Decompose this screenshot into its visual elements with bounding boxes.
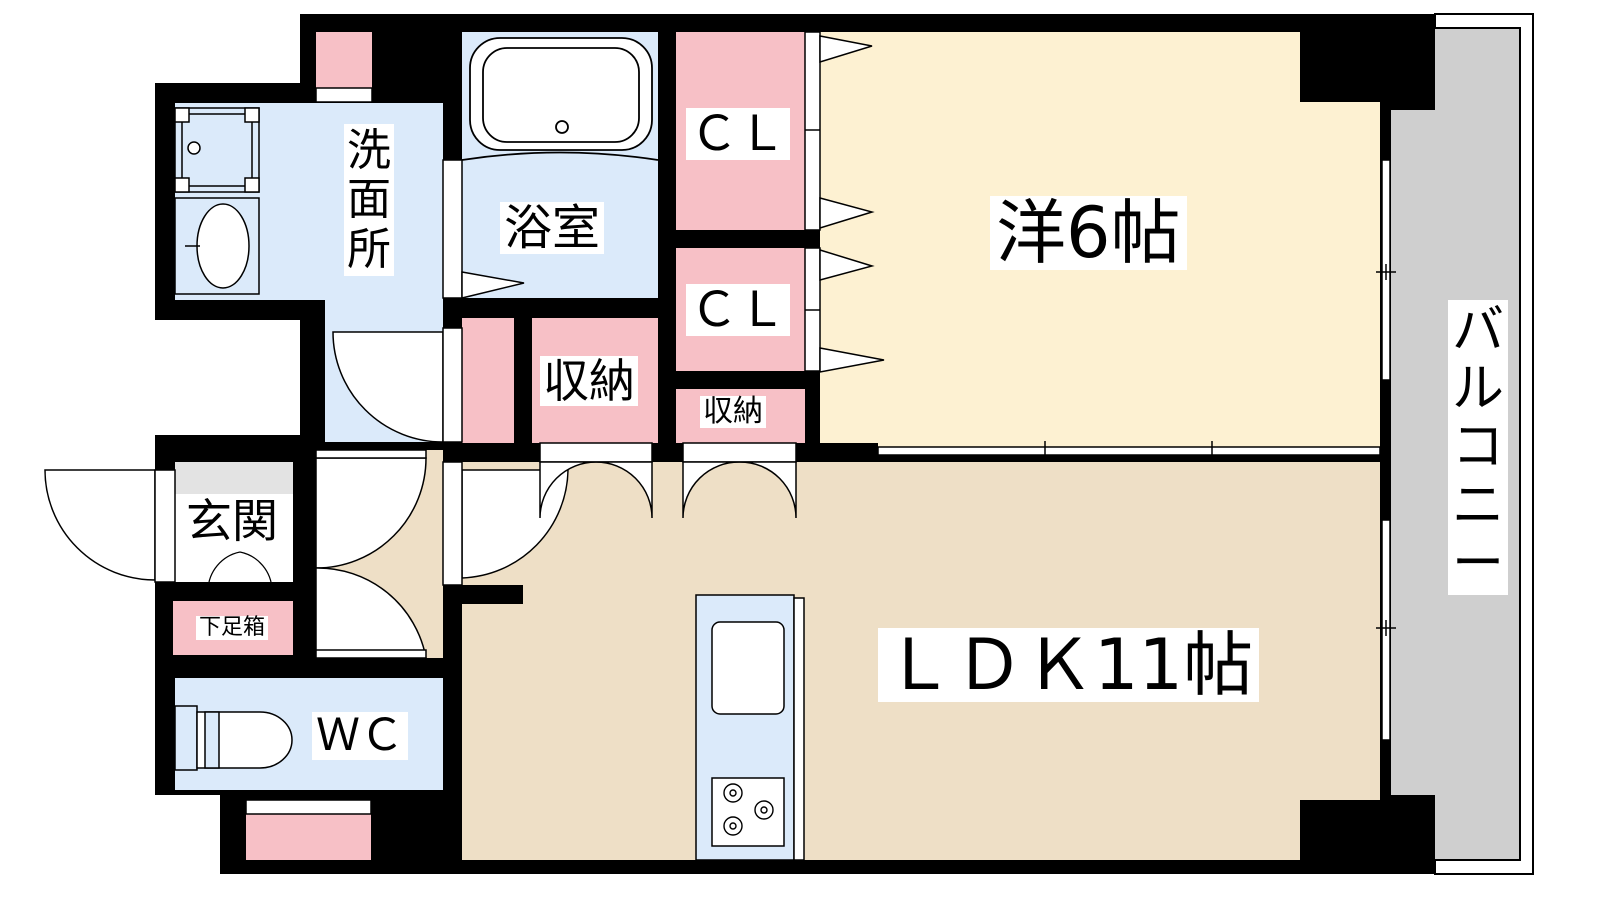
closet-doors xyxy=(804,31,885,373)
stove-icon xyxy=(711,777,785,847)
entrance-cabinet-doors xyxy=(175,551,296,591)
washroom-char: 洗 xyxy=(347,125,391,176)
balcony-label: バ ル コ ニ ー xyxy=(1448,300,1509,596)
pipe-space-bottom xyxy=(246,814,371,860)
pipe-space-top xyxy=(316,32,372,94)
washroom-char: 所 xyxy=(347,223,391,275)
pipe-space xyxy=(462,318,514,443)
washroom-label: 洗 面 所 xyxy=(344,124,394,276)
balcony-char: バ xyxy=(1452,301,1505,361)
washing-machine-pan-icon xyxy=(174,107,260,193)
balcony-char: コ xyxy=(1452,417,1505,478)
bathtub-icon xyxy=(461,37,659,161)
entrance-label: 玄関 xyxy=(183,497,281,545)
window-ticks xyxy=(1376,264,1396,636)
storage-doors xyxy=(539,442,797,519)
storage-1-label: 収納 xyxy=(540,356,638,406)
kitchen-counter xyxy=(695,594,805,861)
closet-1-label: ＣＬ xyxy=(686,108,791,160)
ldk-label: ＬＤＫ11帖 xyxy=(878,628,1260,702)
washroom-char: 面 xyxy=(347,174,391,226)
toilet-icon xyxy=(174,705,293,771)
bathroom-label: 浴室 xyxy=(500,202,605,254)
bath-door xyxy=(442,159,525,299)
closet-2-label: ＣＬ xyxy=(686,284,791,336)
storage-2-label: 収納 xyxy=(700,396,766,428)
shoe-box-label: 下足箱 xyxy=(196,616,269,640)
sink-icon xyxy=(711,621,785,715)
western-room-label: 洋6帖 xyxy=(990,196,1187,270)
entrance-step xyxy=(175,462,293,494)
washbasin-icon xyxy=(174,197,260,295)
wc-label: ＷＣ xyxy=(312,712,408,760)
swing-doors xyxy=(44,327,569,659)
balcony-char: ル xyxy=(1452,359,1505,420)
balcony-char: ニ xyxy=(1452,475,1505,536)
balcony-char: ー xyxy=(1452,533,1505,594)
sliding-partition xyxy=(877,441,1381,461)
